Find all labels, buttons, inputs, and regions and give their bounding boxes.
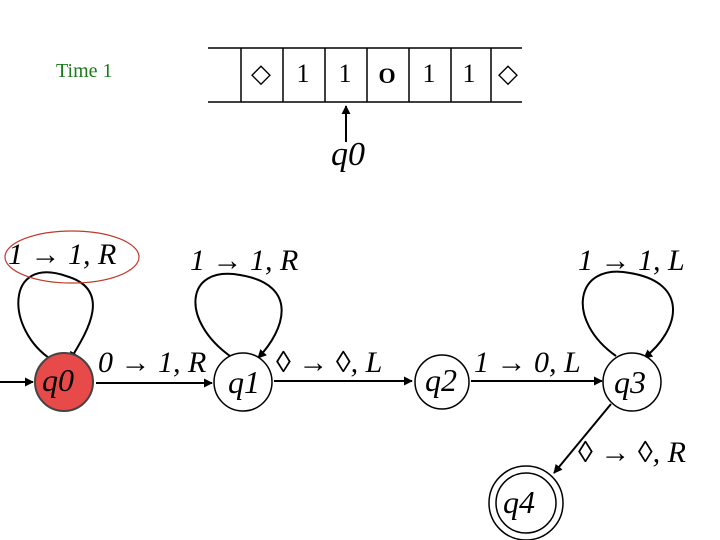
state-q1-label: q1 [228,364,260,400]
tape-cell: ◇ [498,59,518,88]
q0-self-loop-arrow [17,271,94,361]
tape-cell: 1 [462,59,476,88]
state-q2-circle [414,354,470,410]
state-q3-circle [602,352,662,412]
state-q3-label: q3 [614,364,646,400]
time-label: Time 1 [56,60,113,82]
state-q4-inner-circle [495,472,557,534]
state-q0-circle [34,352,94,412]
tape-cell: 1 [422,59,436,88]
tape-cell: O [378,63,396,88]
transition-q1-q2-label: ◊ → ◊, L [276,346,383,379]
transition-q2-q3-label: 1 → 0, L [474,346,581,379]
tape-cell: 1 [338,59,352,88]
state-q2-label: q2 [425,362,457,398]
transition-q0-loop-label: 1 → 1, R [8,238,117,271]
q1-self-loop-arrow [194,272,283,359]
q3-to-q4-arrow [553,403,612,474]
tape-cell: 1 [296,59,310,88]
transition-q3-q4-label: ◊ → ◊, R [578,436,686,469]
head-state-label: q0 [331,136,365,173]
transition-q3-loop-label: 1 → 1, L [578,244,685,277]
tape-cell: ◇ [251,59,271,88]
transition-q0-q1-label: 0 → 1, R [98,346,207,379]
highlight-ellipse [4,230,140,284]
state-q1-circle [213,352,273,412]
q3-self-loop-arrow [581,270,674,359]
state-q4-label: q4 [503,484,535,520]
state-q0-label: q0 [42,362,74,398]
tape [208,47,522,103]
transition-q1-loop-label: 1 → 1, R [190,244,299,277]
